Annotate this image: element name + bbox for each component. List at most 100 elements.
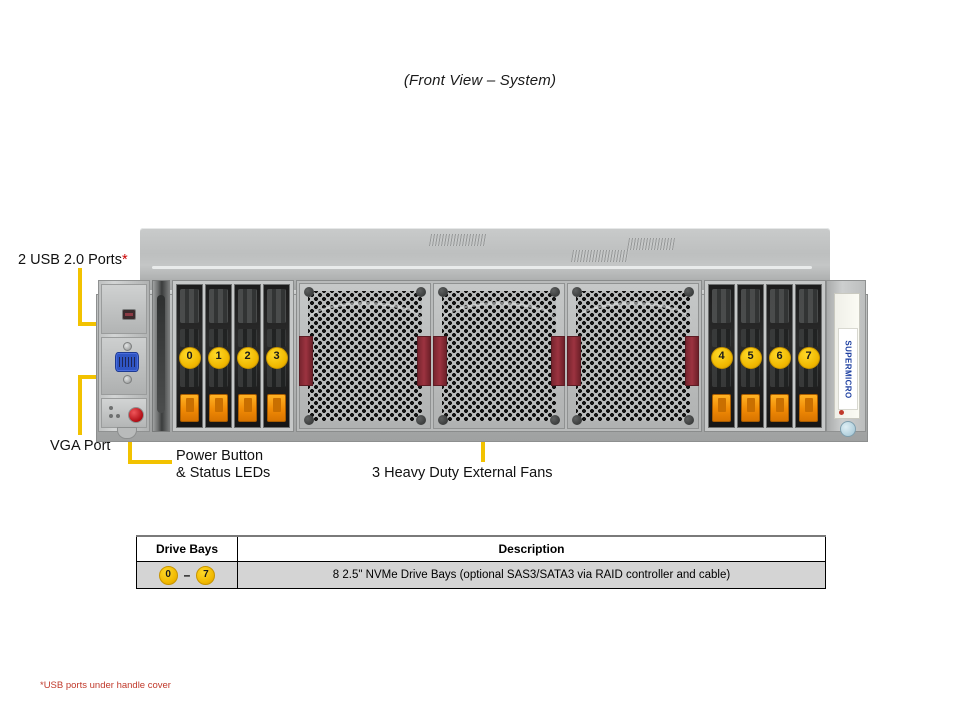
server-chassis-front-view: 0 1 2 3 — [96, 228, 868, 450]
callout-line-vga-vertical — [78, 375, 82, 435]
drive-release-latch[interactable] — [209, 394, 228, 422]
status-led-block — [101, 398, 147, 428]
footnote-usb-handle-cover: *USB ports under handle cover — [40, 680, 171, 691]
drive-release-latch[interactable] — [712, 394, 731, 422]
drive-vent-mid — [209, 329, 228, 347]
vga-panel-block — [101, 337, 147, 395]
drive-vent-top — [712, 289, 731, 323]
callout-label-vga-port: VGA Port — [50, 438, 111, 454]
status-led-3-icon — [116, 414, 120, 418]
drive-release-latch[interactable] — [267, 394, 286, 422]
drive-release-latch[interactable] — [238, 394, 257, 422]
brand-badge-dot-icon — [839, 410, 844, 415]
drive-vent-mid — [799, 329, 818, 347]
fan-handle-left[interactable] — [299, 336, 313, 386]
drive-bay-number: 2 — [236, 347, 259, 369]
fan-handle-left[interactable] — [567, 336, 581, 386]
fan-screw-icon — [572, 415, 582, 425]
page-title: (Front View – System) — [403, 72, 557, 89]
drive-bay-number: 7 — [797, 347, 820, 369]
power-label-line2: & Status LEDs — [176, 465, 271, 481]
vga-screw-bottom-icon — [123, 375, 132, 384]
drive-bay-number: 3 — [265, 347, 288, 369]
drive-release-latch[interactable] — [770, 394, 789, 422]
drive-release-latch[interactable] — [180, 394, 199, 422]
drive-bay-3[interactable]: 3 — [263, 284, 290, 428]
drive-vent-mid — [712, 329, 731, 347]
power-button[interactable] — [128, 407, 144, 423]
bay-range-start-circle: 0 — [158, 565, 178, 585]
drive-vent-top — [180, 289, 199, 323]
fan-module-2[interactable] — [433, 283, 565, 429]
drive-vent-mid — [741, 329, 760, 347]
brand-badge-inner: SUPERMICRO — [838, 328, 858, 410]
drive-vent-top — [209, 289, 228, 323]
fan-screw-icon — [438, 287, 448, 297]
cover-vent-slots-2 — [626, 238, 676, 250]
table-row: 0–7 8 2.5" NVMe Drive Bays (optional SAS… — [136, 561, 826, 589]
fan-handle-right[interactable] — [417, 336, 431, 386]
drive-bay-2[interactable]: 2 — [234, 284, 261, 428]
chassis-bezel-strip — [152, 280, 170, 432]
fan-module-area — [296, 280, 702, 432]
fan-handle-right[interactable] — [685, 336, 699, 386]
cover-vent-slots-1 — [428, 234, 488, 246]
drive-vent-top — [238, 289, 257, 323]
control-panel-left-ear — [98, 280, 150, 439]
drive-release-latch[interactable] — [799, 394, 818, 422]
drive-vent-top — [770, 289, 789, 323]
fan-screw-icon — [684, 415, 694, 425]
usb-panel-block — [101, 284, 147, 334]
table-cell-drive-bay-range: 0–7 — [136, 561, 238, 589]
fan-screw-icon — [550, 415, 560, 425]
vga-port-connector[interactable] — [115, 352, 139, 372]
fan-screw-icon — [572, 287, 582, 297]
drive-bays-table: Drive Bays Description 0–7 8 2.5" NVMe D… — [136, 535, 826, 589]
drive-bay-1[interactable]: 1 — [205, 284, 232, 428]
fan-arc-highlight — [306, 302, 424, 327]
fan-screw-icon — [416, 287, 426, 297]
drive-bay-number: 6 — [768, 347, 791, 369]
drive-bay-number: 5 — [739, 347, 762, 369]
table-cell-description: 8 2.5" NVMe Drive Bays (optional SAS3/SA… — [237, 561, 826, 589]
drive-bay-0[interactable]: 0 — [176, 284, 203, 428]
bay-range-dash: – — [183, 568, 191, 582]
drive-bay-6[interactable]: 6 — [766, 284, 793, 428]
drive-bay-5[interactable]: 5 — [737, 284, 764, 428]
supermicro-logo: SUPERMICRO — [843, 339, 853, 399]
table-header-description: Description — [237, 535, 826, 562]
drive-bay-group-right: 4 5 6 7 — [704, 280, 826, 432]
drive-vent-top — [799, 289, 818, 323]
brand-badge: SUPERMICRO — [834, 293, 860, 419]
callout-label-fans: 3 Heavy Duty External Fans — [372, 465, 553, 481]
bay-range-end-circle: 7 — [196, 565, 216, 585]
status-led-2-icon — [109, 414, 113, 418]
table-header-drive-bays: Drive Bays — [136, 535, 238, 562]
callout-usb-text: 2 USB 2.0 Ports — [18, 252, 122, 268]
drive-bay-number: 4 — [710, 347, 733, 369]
drive-bay-number: 1 — [207, 347, 230, 369]
fan-module-3[interactable] — [567, 283, 699, 429]
drive-vent-mid — [267, 329, 286, 347]
drive-bay-group-left: 0 1 2 3 — [172, 280, 294, 432]
drive-bay-4[interactable]: 4 — [708, 284, 735, 428]
drive-vent-mid — [180, 329, 199, 347]
fan-module-1[interactable] — [299, 283, 431, 429]
drive-release-latch[interactable] — [741, 394, 760, 422]
drive-bay-7[interactable]: 7 — [795, 284, 822, 428]
status-led-1-icon — [109, 406, 113, 410]
cover-vent-slots-3 — [570, 250, 630, 262]
power-label-line1: Power Button — [176, 448, 264, 464]
callout-label-usb-ports: 2 USB 2.0 Ports* — [18, 252, 128, 269]
fan-screw-icon — [304, 287, 314, 297]
fan-screw-icon — [550, 287, 560, 297]
table-header-row: Drive Bays Description — [136, 535, 826, 562]
callout-line-fans-vertical — [481, 424, 485, 462]
drive-vent-top — [741, 289, 760, 323]
usb-port-icon[interactable] — [122, 309, 136, 320]
vga-screw-top-icon — [123, 342, 132, 351]
usb-asterisk: * — [121, 252, 128, 268]
fan-handle-right[interactable] — [551, 336, 565, 386]
fan-handle-left[interactable] — [433, 336, 447, 386]
fan-screw-icon — [416, 415, 426, 425]
